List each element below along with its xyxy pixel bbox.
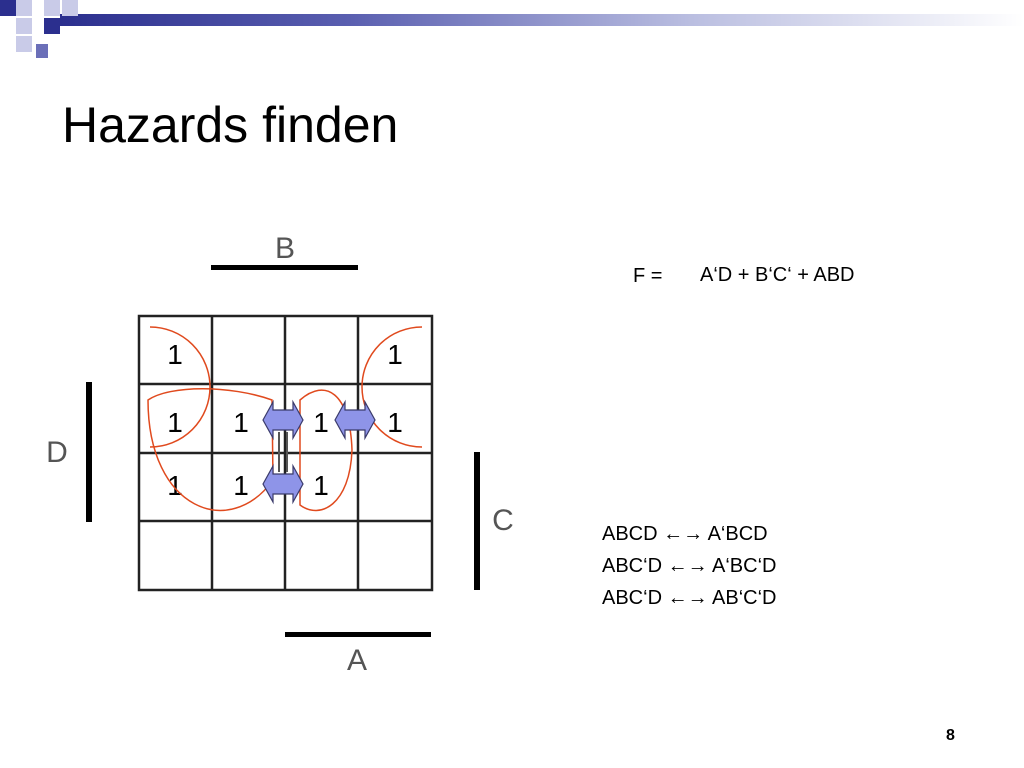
arrow-h-bottom-mid [262,463,304,505]
loop-left-top [149,326,211,448]
deco-square [44,18,60,34]
slide-number: 8 [946,727,955,744]
bar-d [86,382,92,522]
arrow-link [278,432,288,472]
bar-a [285,632,431,637]
grouping-loops [147,326,423,512]
cell-value: 1 [313,407,329,438]
transition-line: ABCD ←→ A‘BCD [602,523,768,545]
bar-c [474,452,480,590]
transition-line: ABC‘D ←→ A‘BC‘D [602,555,777,577]
cell-value: 1 [167,407,183,438]
cell-value: 1 [387,339,403,370]
cell-value: 1 [233,407,249,438]
cell-value: 1 [167,339,183,370]
kmap-cells: 1 1 1 1 1 1 1 1 1 [167,339,403,501]
loop-abd [299,389,353,512]
header-band [60,14,1024,26]
bar-b [211,265,358,270]
formula-lhs: F = [633,265,663,287]
transition-line: ABC‘D ←→ AB‘C‘D [602,587,777,609]
deco-square [62,0,78,16]
arrow-h-top-right [334,399,376,441]
deco-square [16,18,32,34]
cell-value: 1 [387,407,403,438]
cell-value: 1 [313,470,329,501]
hazard-arrows [262,399,376,505]
label-d: D [46,436,68,469]
arrow-h-top-mid [262,399,304,441]
deco-square [16,36,32,52]
label-a: A [347,644,367,677]
kmap-grid [137,314,434,592]
label-c: C [492,504,514,537]
formula-rhs: A‘D + B‘C‘ + ABD [700,264,855,286]
slide-title: Hazards finden [62,97,399,153]
loop-left-block [147,388,274,512]
deco-square [0,0,16,16]
deco-square [44,0,60,16]
cell-value: 1 [233,470,249,501]
deco-square [16,0,32,16]
loop-right-top [361,326,423,448]
deco-square [36,44,48,58]
cell-value: 1 [167,470,183,501]
label-b: B [275,232,295,265]
